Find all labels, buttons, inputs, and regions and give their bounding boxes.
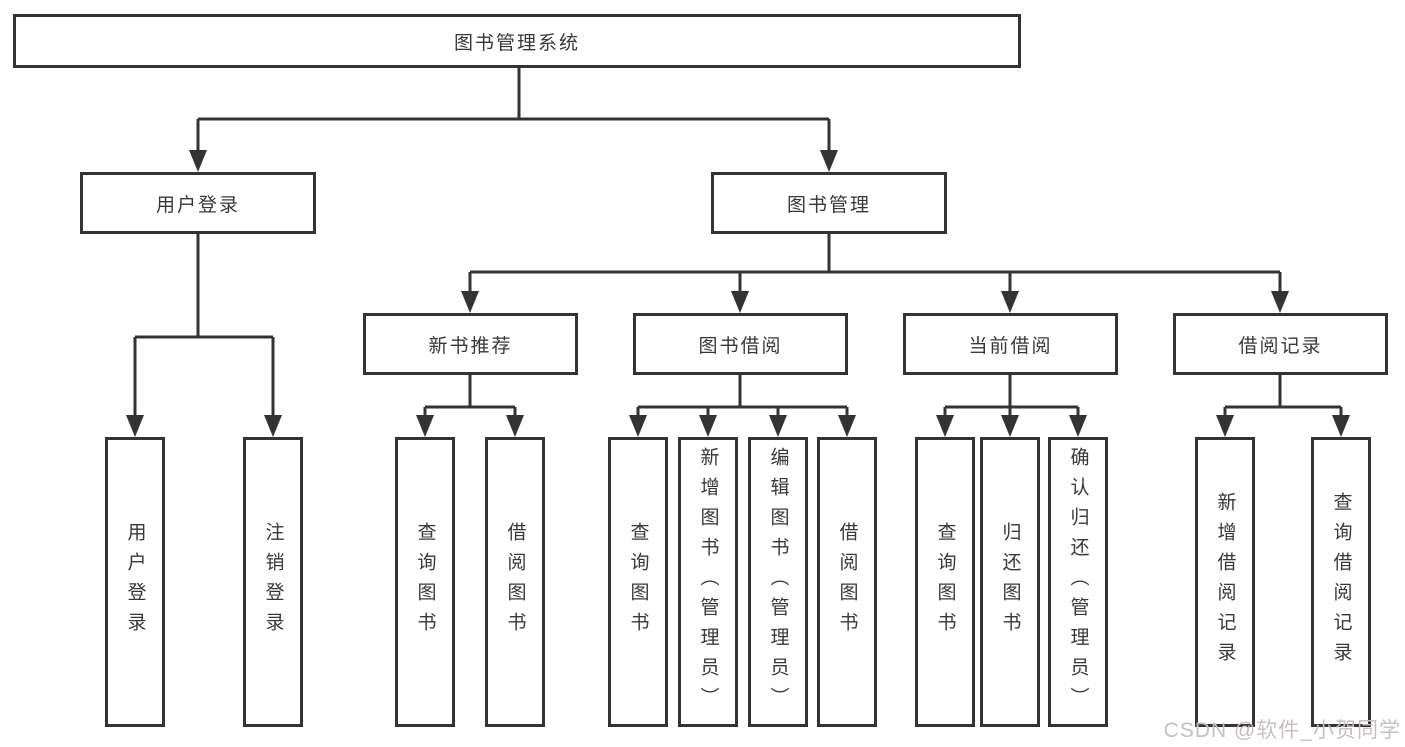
node-new-book-rec: 新书推荐 [363, 313, 578, 375]
csdn-watermark: CSDN @软件_小贺同学 [1163, 719, 1401, 742]
connector-borrow-records [1223, 375, 1343, 417]
node-book-mgmt: 图书管理 [711, 172, 947, 234]
leaf-confirm-return-admin: 确认归还（管理员） [1048, 437, 1108, 727]
node-user-login: 用户登录 [80, 172, 316, 234]
leaf-edit-book-admin: 编辑图书（管理员） [748, 437, 808, 727]
leaf-query-book-a: 查询图书 [395, 437, 455, 727]
leaf-logout: 注销登录 [243, 437, 303, 727]
leaf-query-book-c: 查询图书 [915, 437, 975, 727]
connector-root [196, 68, 831, 152]
arrowheads [126, 150, 1350, 437]
connector-user-login [133, 234, 275, 417]
leaf-query-borrow-record: 查询借阅记录 [1311, 437, 1371, 727]
leaf-add-book-admin: 新增图书（管理员） [678, 437, 738, 727]
node-current-borrow: 当前借阅 [903, 313, 1118, 375]
leaf-add-borrow-record: 新增借阅记录 [1195, 437, 1255, 727]
node-borrow-records: 借阅记录 [1173, 313, 1388, 375]
leaf-return-book: 归还图书 [980, 437, 1040, 727]
connector-current-borrow [943, 375, 1080, 417]
leaf-user-login: 用户登录 [105, 437, 165, 727]
connector-new-book-rec [423, 375, 517, 417]
node-root: 图书管理系统 [13, 14, 1021, 68]
leaf-borrow-book-b: 借阅图书 [817, 437, 877, 727]
leaf-query-book-b: 查询图书 [608, 437, 668, 727]
connector-book-mgmt [468, 234, 1282, 293]
node-book-borrow: 图书借阅 [633, 313, 848, 375]
connector-book-borrow [636, 375, 849, 417]
leaf-borrow-book-a: 借阅图书 [485, 437, 545, 727]
